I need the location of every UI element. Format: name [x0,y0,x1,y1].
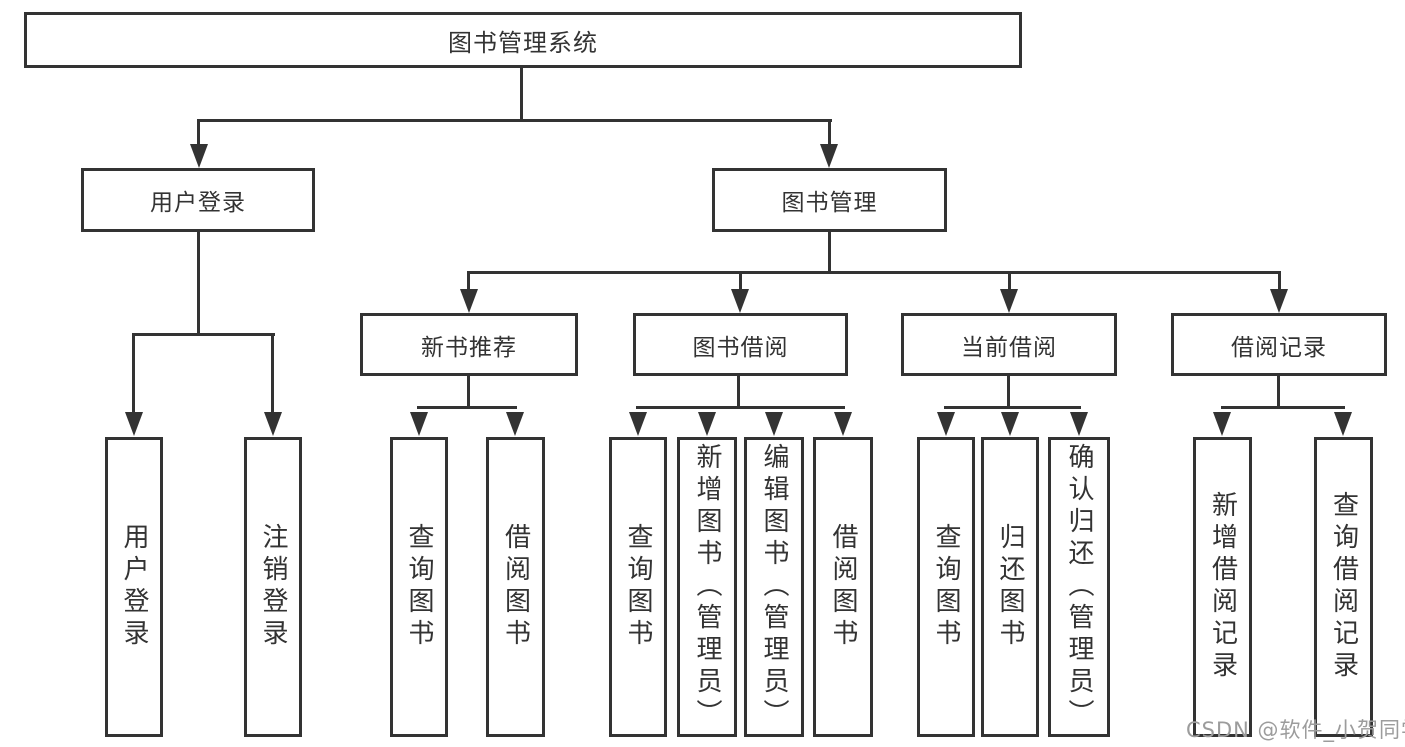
connector-vline [197,232,200,336]
node-label: 归还图书 [995,523,1025,651]
arrow-down-icon [1001,412,1019,436]
connector-vline [1277,376,1280,409]
arrow-down-icon [1334,412,1352,436]
node-leaf-user-login: 用户登录 [105,437,163,737]
node-label: 图书管理 [781,190,878,216]
connector-vline [828,119,831,149]
connector-vline [197,119,200,149]
connector-vline [467,376,470,409]
node-label: 查询图书 [931,523,961,651]
node-new-book-recommend: 新书推荐 [360,313,578,376]
node-label: 查询借阅记录 [1328,491,1359,683]
node-book-management: 图书管理 [712,168,947,232]
connector-vline [467,271,470,291]
connector-hline [132,333,275,336]
arrow-down-icon [460,289,478,313]
connector-vline [739,271,742,291]
node-label: 借阅图书 [500,523,531,651]
arrow-down-icon [264,412,282,436]
node-label: 编辑图书（管理员） [759,443,789,731]
arrow-down-icon [698,412,716,436]
arrow-down-icon [1070,412,1088,436]
node-label: 用户登录 [119,523,149,651]
node-label: 新增图书（管理员） [692,443,722,731]
node-borrowing-records: 借阅记录 [1171,313,1387,376]
arrow-down-icon [629,412,647,436]
connector-vline [828,232,831,274]
node-label: 新书推荐 [421,334,517,361]
arrow-down-icon [190,144,208,168]
arrow-down-icon [765,412,783,436]
node-label: 确认归还（管理员） [1064,443,1094,731]
node-leaf-logout: 注销登录 [244,437,302,737]
arrow-down-icon [1000,289,1018,313]
node-leaf-query-borrow-record: 查询借阅记录 [1314,437,1373,737]
node-label: 查询图书 [404,523,434,651]
node-label: 图书管理系统 [448,28,598,57]
connector-vline [132,333,135,415]
connector-vline [520,68,523,122]
connector-vline [271,333,274,415]
node-leaf-add-borrow-record: 新增借阅记录 [1193,437,1252,737]
connector-hline [417,406,517,409]
csdn-watermark: CSDN @软件_小贺同学 [1186,718,1405,742]
node-leaf-return-books: 归还图书 [981,437,1039,737]
arrow-down-icon [820,144,838,168]
node-label: 当前借阅 [961,334,1057,361]
node-label: 注销登录 [258,523,288,651]
node-leaf-borrow-books-recommend: 借阅图书 [486,437,545,737]
node-leaf-query-books-recommend: 查询图书 [390,437,448,737]
node-leaf-confirm-return-admin: 确认归还（管理员） [1048,437,1110,737]
connector-hline [944,406,1081,409]
node-label: 用户登录 [150,190,246,216]
node-leaf-add-books-admin: 新增图书（管理员） [677,437,737,737]
node-label: 借阅图书 [828,523,858,651]
arrow-down-icon [937,412,955,436]
arrow-down-icon [125,412,143,436]
arrow-down-icon [410,412,428,436]
node-current-borrowing: 当前借阅 [901,313,1117,376]
node-label: 图书借阅 [692,334,789,361]
node-user-login: 用户登录 [81,168,315,232]
node-leaf-query-books-borrowing: 查询图书 [609,437,667,737]
node-label: 查询图书 [623,523,653,651]
node-leaf-borrow-books: 借阅图书 [813,437,873,737]
connector-hline [197,119,832,122]
connector-hline [467,271,1281,274]
node-library-management-system: 图书管理系统 [24,12,1022,68]
arrow-down-icon [506,412,524,436]
arrow-down-icon [1270,289,1288,313]
connector-vline [1278,271,1281,291]
node-book-borrowing: 图书借阅 [633,313,848,376]
arrow-down-icon [731,289,749,313]
node-label: 新增借阅记录 [1207,491,1238,683]
arrow-down-icon [1213,412,1231,436]
connector-hline [636,406,845,409]
node-label: 借阅记录 [1231,334,1327,361]
connector-hline [1221,406,1345,409]
arrow-down-icon [834,412,852,436]
node-leaf-edit-books-admin: 编辑图书（管理员） [744,437,804,737]
connector-vline [1007,376,1010,409]
node-leaf-query-books-current: 查询图书 [917,437,975,737]
connector-vline [737,376,740,409]
connector-vline [1008,271,1011,291]
